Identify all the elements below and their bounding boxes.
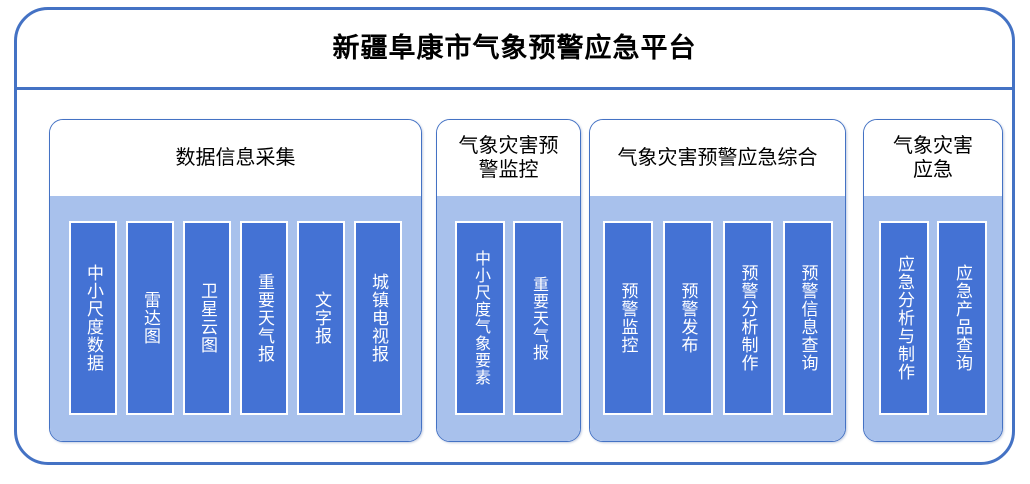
- panel-title-warning-emergency-integrated: 气象灾害预警应急综合: [617, 147, 818, 170]
- item-chip[interactable]: 文字报: [297, 221, 345, 415]
- panel-body-warning-emergency-integrated: 预警监控 预警发布 预警分析制作 预警信息查询: [590, 196, 845, 441]
- panel-header-warning-emergency-integrated: 气象灾害预警应急综合: [590, 120, 845, 196]
- item-chip[interactable]: 城镇电视报: [354, 221, 402, 415]
- item-chip[interactable]: 预警监控: [602, 221, 653, 415]
- platform-title: 新疆阜康市气象预警应急平台: [332, 33, 697, 63]
- panel-header-data-collection: 数据信息采集: [50, 120, 421, 196]
- item-label: 预警监控: [618, 282, 638, 354]
- platform-title-bar: 新疆阜康市气象预警应急平台: [17, 10, 1012, 90]
- item-chip[interactable]: 应急分析与制作: [879, 221, 929, 415]
- item-label: 中小尺度数据: [84, 264, 103, 372]
- panel-disaster-emergency[interactable]: 气象灾害 应急 应急分析与制作 应急产品查询: [863, 119, 1003, 442]
- item-label: 重要天气报: [529, 275, 547, 361]
- panel-header-disaster-emergency: 气象灾害 应急: [864, 120, 1002, 196]
- item-chip[interactable]: 预警信息查询: [782, 221, 833, 415]
- panel-data-collection[interactable]: 数据信息采集 中小尺度数据 雷达图 卫星云图 重要天气报: [49, 119, 422, 442]
- item-chip[interactable]: 卫星云图: [183, 221, 231, 415]
- item-chip[interactable]: 雷达图: [126, 221, 174, 415]
- platform-frame: 新疆阜康市气象预警应急平台 数据信息采集 中小尺度数据 雷达图 卫星云图: [14, 7, 1015, 465]
- module-panels-row: 数据信息采集 中小尺度数据 雷达图 卫星云图 重要天气报: [17, 87, 1012, 462]
- item-chip[interactable]: 重要天气报: [512, 221, 563, 415]
- item-chip[interactable]: 预警发布: [662, 221, 713, 415]
- item-label: 预警信息查询: [798, 264, 818, 372]
- item-label: 城镇电视报: [369, 273, 388, 363]
- panel-warning-emergency-integrated[interactable]: 气象灾害预警应急综合 预警监控 预警发布 预警分析制作 预警信息查询: [589, 119, 846, 442]
- panel-title-disaster-emergency: 气象灾害 应急: [893, 135, 973, 181]
- item-label: 重要天气报: [255, 273, 274, 363]
- panel-title-data-collection: 数据信息采集: [175, 147, 296, 170]
- item-chip[interactable]: 预警分析制作: [722, 221, 773, 415]
- item-chip[interactable]: 中小尺度气象要素: [454, 221, 505, 415]
- item-label: 文字报: [312, 291, 331, 345]
- item-label: 应急分析与制作: [895, 255, 914, 381]
- item-label: 预警分析制作: [738, 264, 758, 372]
- panel-title-disaster-warning-monitoring: 气象灾害预 警监控: [458, 135, 559, 181]
- panel-header-disaster-warning-monitoring: 气象灾害预 警监控: [437, 120, 580, 196]
- item-chip[interactable]: 重要天气报: [240, 221, 288, 415]
- item-chip[interactable]: 中小尺度数据: [69, 221, 117, 415]
- item-label: 中小尺度气象要素: [471, 250, 489, 386]
- item-chip[interactable]: 应急产品查询: [937, 221, 987, 415]
- panel-body-disaster-warning-monitoring: 中小尺度气象要素 重要天气报: [437, 196, 580, 441]
- panel-body-disaster-emergency: 应急分析与制作 应急产品查询: [864, 196, 1002, 441]
- item-label: 应急产品查询: [953, 264, 972, 372]
- item-label: 卫星云图: [198, 282, 217, 354]
- panel-disaster-warning-monitoring[interactable]: 气象灾害预 警监控 中小尺度气象要素 重要天气报: [436, 119, 581, 442]
- panel-body-data-collection: 中小尺度数据 雷达图 卫星云图 重要天气报 文字报 城镇电视: [50, 196, 421, 441]
- item-label: 雷达图: [141, 291, 160, 345]
- item-label: 预警发布: [678, 282, 698, 354]
